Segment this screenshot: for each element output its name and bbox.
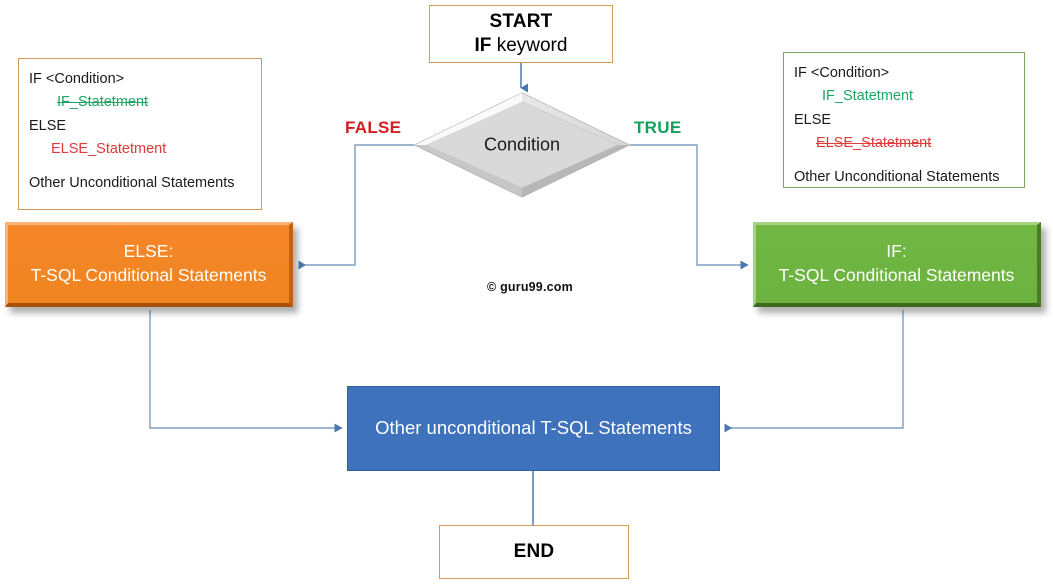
end-node-label: END <box>513 541 555 563</box>
left-code-other-statements: Other Unconditional Statements <box>29 174 235 191</box>
right-code-else-statement: ELSE_Statetment <box>816 135 932 152</box>
branch-label-true: TRUE <box>634 118 682 137</box>
watermark: © guru99.com <box>487 280 573 294</box>
else-process-line2: T-SQL Conditional Statements <box>30 265 267 285</box>
else-process-text: ELSE: T-SQL Conditional Statements <box>31 240 267 287</box>
else-process-node: ELSE: T-SQL Conditional Statements <box>5 222 293 307</box>
branch-label-false: FALSE <box>345 118 402 137</box>
right-code-other-statements: Other Unconditional Statements <box>794 168 1000 185</box>
else-process-line1: ELSE: <box>123 241 174 262</box>
if-process-text: IF: T-SQL Conditional Statements <box>779 240 1015 287</box>
left-code-else-line: ELSE <box>29 117 67 134</box>
left-code-annotation: IF <Condition> IF_Statetment ELSE ELSE_S… <box>18 58 262 210</box>
left-code-else-statement: ELSE_Statetment <box>51 141 167 158</box>
start-node-title: START <box>489 11 553 33</box>
right-code-annotation: IF <Condition> IF_Statetment ELSE ELSE_S… <box>783 52 1025 188</box>
left-code-if-statement: IF_Statetment <box>57 94 149 111</box>
if-process-node: IF: T-SQL Conditional Statements <box>753 222 1041 307</box>
decision-diamond-shape <box>413 92 631 198</box>
right-code-else-line: ELSE <box>794 111 832 128</box>
if-process-line2: T-SQL Conditional Statements <box>778 265 1015 285</box>
right-code-if-statement: IF_Statetment <box>822 88 914 105</box>
start-node-subtitle: IF keyword <box>475 34 568 58</box>
left-code-spacer <box>29 162 251 172</box>
start-node: START IF keyword <box>429 5 613 63</box>
start-node-keyword-rest: keyword <box>491 35 568 56</box>
left-code-if-line: IF <Condition> <box>29 71 125 87</box>
end-node: END <box>439 525 629 579</box>
decision-node: Condition <box>413 92 631 198</box>
start-node-keyword: IF <box>474 35 492 56</box>
right-code-spacer <box>794 156 1014 166</box>
if-process-line1: IF: <box>886 241 907 262</box>
unconditional-process-label: Other unconditional T-SQL Statements <box>375 417 692 439</box>
right-code-if-line: IF <Condition> <box>794 65 890 81</box>
unconditional-process-node: Other unconditional T-SQL Statements <box>347 386 720 471</box>
